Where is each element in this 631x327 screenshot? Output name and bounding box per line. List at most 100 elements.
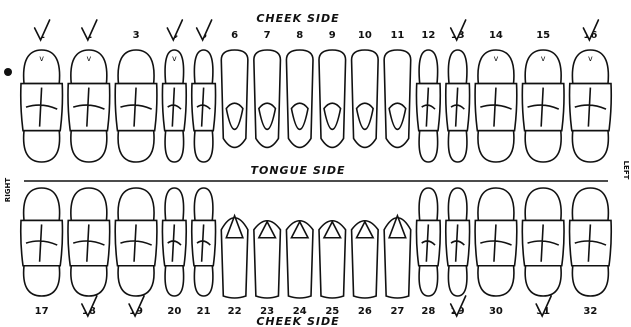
crown-tongue [572,131,608,162]
crown-tongue [165,266,184,296]
tooth-25[interactable]: 25 [319,221,346,317]
tooth-number: 22 [228,306,242,317]
tooth-number: 14 [489,30,503,41]
crown-cheek [525,188,561,220]
tooth-3[interactable]: 3 [115,30,157,162]
tooth-16[interactable]: v16 [570,20,612,162]
crown-cheek [572,188,608,220]
crown-tongue [71,131,107,162]
tooth-4[interactable]: v4 [162,20,186,162]
crown [254,50,281,147]
tooth-number: 27 [390,306,404,317]
tooth-14[interactable]: v 14 [475,30,517,162]
crown-cheek [478,188,514,220]
right-side-label: RIGHT [4,178,12,203]
crown-tongue [194,266,213,296]
check-mark [197,20,212,40]
tooth-2[interactable]: v2 [68,20,110,162]
tooth-27[interactable]: 27 [384,216,411,317]
tooth-6[interactable]: 6 [221,30,248,147]
crown-tongue [478,131,514,162]
tooth-28[interactable]: 28 [416,188,440,317]
tooth-number: 21 [197,306,211,317]
tooth-5[interactable]: 5 [192,20,216,162]
middle-side-label: TONGUE SIDE [250,164,345,177]
tooth-12[interactable]: 12 [416,30,440,162]
upper-teeth-row: v1v2 3 v45 6 7 8 9 10 11 12 13 v 14 v 15 v16 [21,20,612,162]
tooth-26[interactable]: 26 [352,221,379,317]
tooth-23[interactable]: 23 [254,221,281,317]
tooth-30[interactable]: 30 [475,188,517,317]
crown-cheek [165,188,184,220]
tooth-number: 26 [358,306,372,317]
tooth-number: 8 [296,30,303,41]
crown-cheek [24,188,60,220]
tooth-number: 3 [133,30,140,41]
tooth-32[interactable]: 32 [570,188,612,317]
crown-tongue [194,131,213,162]
crown-cheek [194,188,213,220]
tooth-number: 11 [390,30,404,41]
tooth-29[interactable]: 29 [446,188,470,317]
left-side-label: LEFT [622,161,630,180]
crown-cheek [419,188,438,220]
tooth-number: 15 [536,30,550,41]
tooth-number: 9 [329,30,336,41]
crown-tongue [118,266,154,296]
cusp-mark: v [541,54,546,63]
tooth-19[interactable]: 19 [115,188,157,317]
tooth-number: 6 [231,30,238,41]
tooth-10[interactable]: 10 [352,30,379,147]
tooth-number: 23 [260,306,274,317]
tooth-number: 25 [325,306,339,317]
check-mark [82,20,97,40]
cusp-mark: v [172,54,177,63]
tooth-15[interactable]: v 15 [522,30,564,162]
top-side-label: CHEEK SIDE [256,12,339,25]
tooth-number: 17 [35,306,49,317]
crown-tongue [24,266,60,296]
tooth-24[interactable]: 24 [286,221,313,317]
tooth-number: 10 [358,30,372,41]
crown-tongue [525,131,561,162]
crown-cheek [448,50,467,84]
crown-tongue [419,131,438,162]
marker-dot [4,68,12,76]
crown-tongue [71,266,107,296]
tooth-number: 7 [264,30,271,41]
crown-cheek [194,50,213,84]
tooth-20[interactable]: 20 [162,188,186,317]
crown-tongue [419,266,438,296]
crown-tongue [448,266,467,296]
cusp-mark: v [86,54,91,63]
tooth-21[interactable]: 21 [192,188,216,317]
crown-tongue [118,131,154,162]
tooth-number: 12 [421,30,435,41]
crown-tongue [24,131,60,162]
cusp-mark: v [39,54,44,63]
tooth-17[interactable]: 17 [21,188,63,317]
check-mark [167,20,182,40]
tooth-8[interactable]: 8 [286,30,313,147]
crown-cheek [118,50,154,84]
tooth-1[interactable]: v1 [21,20,63,162]
tooth-number: 24 [293,306,307,317]
crown-tongue [478,266,514,296]
tooth-number: 20 [167,306,181,317]
tooth-31[interactable]: 31 [522,188,564,317]
tooth-number: 32 [583,306,597,317]
tooth-9[interactable]: 9 [319,30,346,147]
cusp-mark: v [494,54,499,63]
tooth-13[interactable]: 13 [446,20,470,162]
tooth-22[interactable]: 22 [221,216,248,317]
cusp-mark: v [588,54,593,63]
crown [352,50,379,147]
tooth-11[interactable]: 11 [384,30,411,147]
tooth-7[interactable]: 7 [254,30,281,147]
tooth-18[interactable]: 18 [68,188,110,317]
tooth-number: 30 [489,306,503,317]
crown-tongue [525,266,561,296]
tooth-number: 28 [421,306,435,317]
crown-tongue [448,131,467,162]
